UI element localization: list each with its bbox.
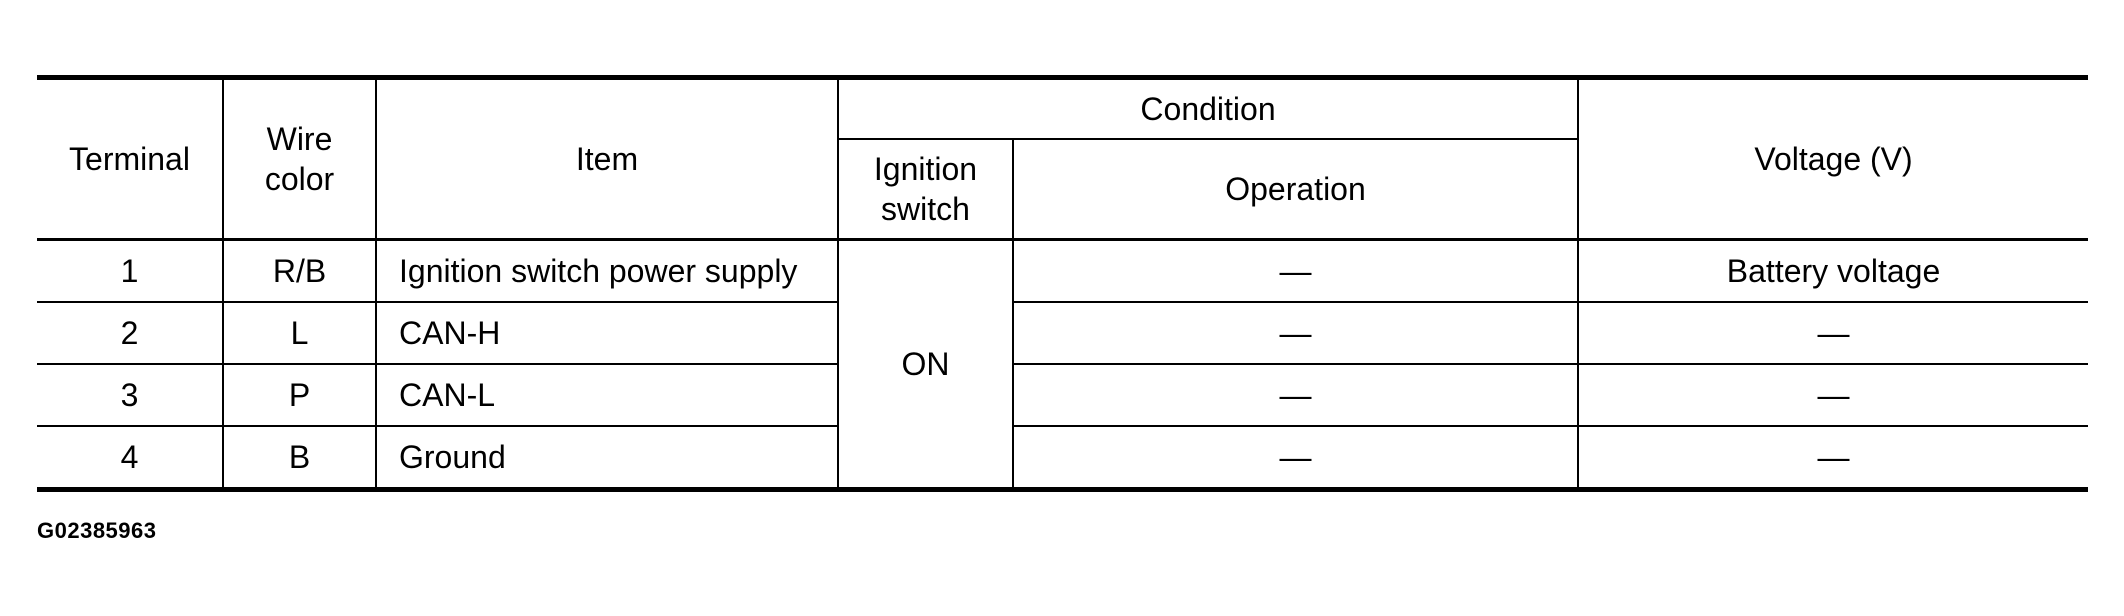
cell-wire-color: L	[222, 301, 377, 365]
cell-voltage: Battery voltage	[1577, 238, 2089, 303]
header-condition: Condition	[836, 77, 1580, 140]
cell-item: CAN-H	[375, 301, 839, 365]
cell-terminal: 2	[37, 301, 224, 365]
cell-operation: —	[1011, 301, 1580, 365]
cell-terminal: 3	[37, 363, 224, 427]
cell-operation: —	[1011, 238, 1580, 303]
header-voltage: Voltage (V)	[1577, 77, 2089, 241]
cell-item: CAN-L	[375, 363, 839, 427]
table-row: 2 L CAN-H — —	[37, 301, 2089, 365]
cell-item: Ignition switch power supply	[375, 238, 839, 303]
cell-ignition-switch-state: ON	[837, 238, 1014, 491]
cell-terminal: 4	[37, 425, 224, 490]
table-row: 1 R/B Ignition switch power supply ON — …	[37, 238, 2089, 491]
cell-terminal: 1	[37, 238, 224, 303]
cell-voltage: —	[1577, 363, 2089, 427]
cell-operation: —	[1011, 425, 1580, 490]
header-item: Item	[375, 77, 839, 241]
table-row: 3 P CAN-L — —	[37, 363, 2089, 427]
cell-operation: —	[1011, 363, 1580, 427]
header-terminal: Terminal	[37, 77, 224, 241]
cell-item: Ground	[375, 425, 839, 490]
cell-wire-color: R/B	[222, 238, 377, 303]
cell-voltage: —	[1577, 301, 2089, 365]
cell-wire-color: P	[222, 363, 377, 427]
figure-id: G02385963	[37, 518, 157, 543]
cell-voltage: —	[1577, 425, 2089, 490]
cell-wire-color: B	[222, 425, 377, 490]
table-row: 4 B Ground — —	[37, 425, 2089, 490]
header-operation: Operation	[1011, 138, 1579, 241]
